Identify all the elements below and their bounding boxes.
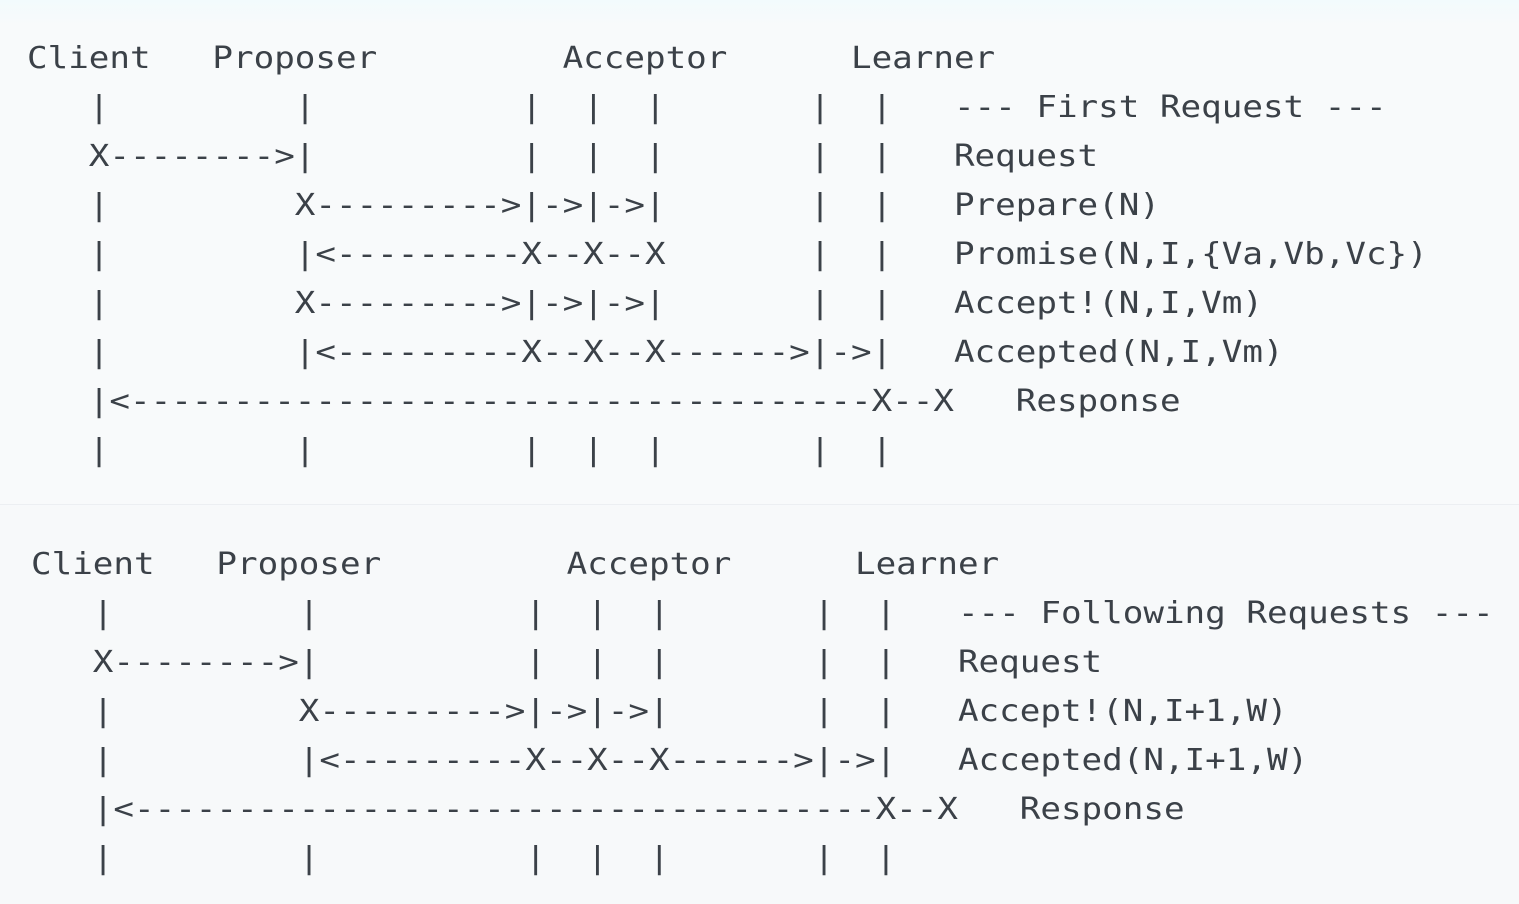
diagram-block-following-requests: Client Proposer Acceptor Learner | | | |…	[0, 506, 1519, 904]
ascii-art-first-request: Client Proposer Acceptor Learner | | | |…	[27, 41, 1428, 468]
ascii-art-following-requests: Client Proposer Acceptor Learner | | | |…	[31, 547, 1494, 876]
diagram-block-first-request: Client Proposer Acceptor Learner | | | |…	[0, 0, 1519, 505]
